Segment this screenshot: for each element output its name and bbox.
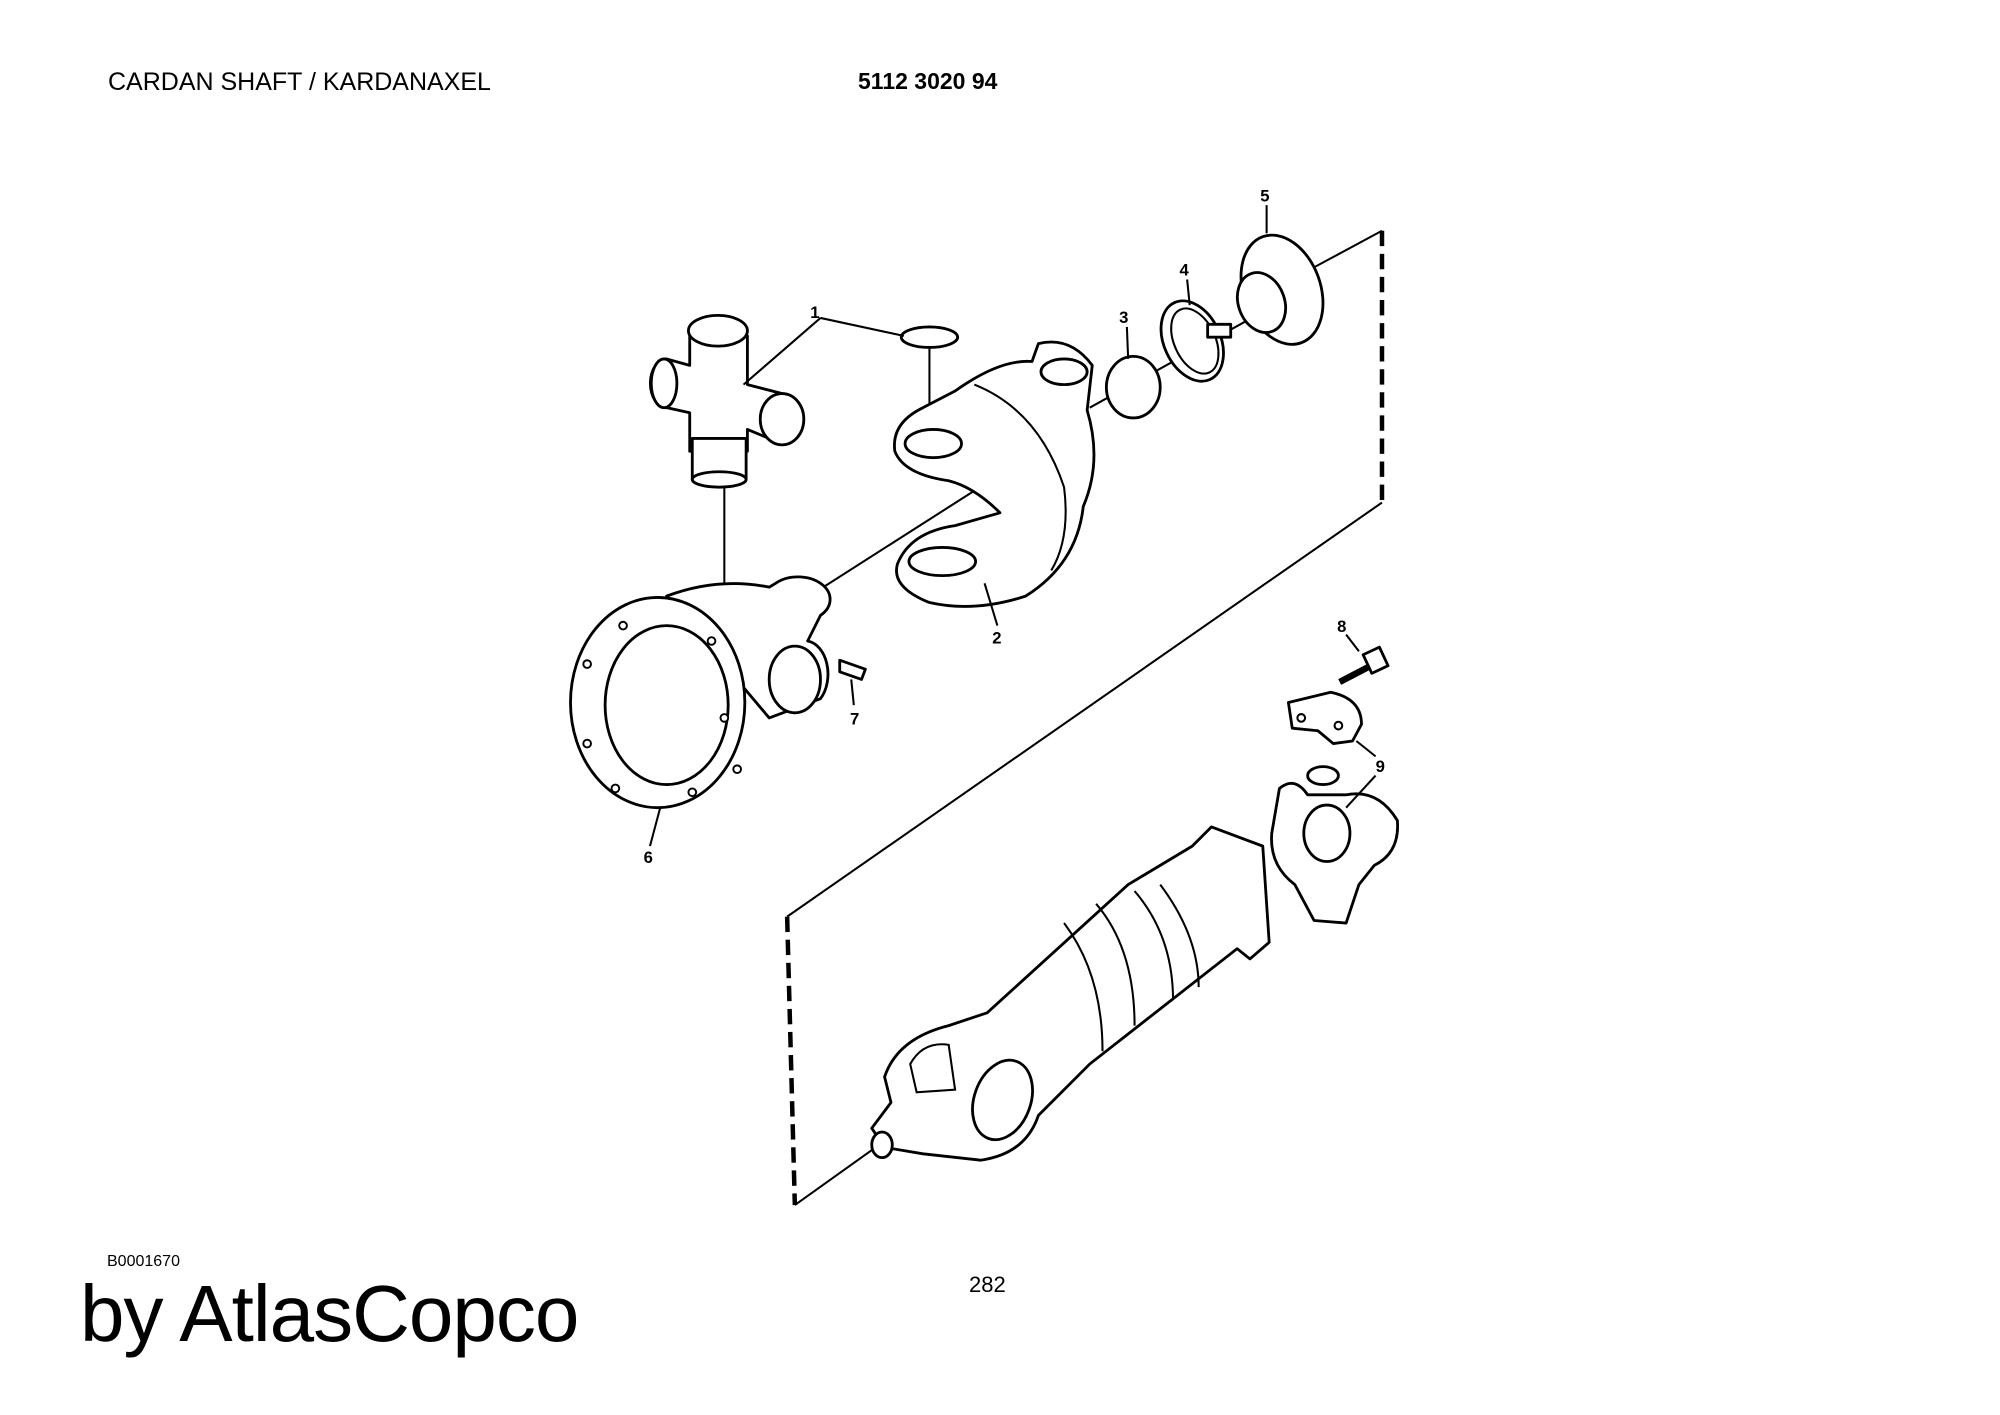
callout-7: 7 <box>850 709 859 728</box>
callout-4: 4 <box>1179 261 1189 280</box>
clamp-ring <box>1159 299 1233 383</box>
page-number: 282 <box>969 1272 1006 1297</box>
callout-6: 6 <box>644 848 653 867</box>
callout-9: 9 <box>1376 757 1385 776</box>
callout-3: 3 <box>1119 308 1128 327</box>
callouts: 1 2 3 4 5 6 7 8 9 <box>644 186 1385 867</box>
bolt <box>1338 645 1390 685</box>
callout-5: 5 <box>1260 186 1269 205</box>
seal <box>1235 233 1325 346</box>
callout-1: 1 <box>810 303 819 322</box>
drawing-id: B0001670 <box>107 1253 180 1270</box>
callout-8: 8 <box>1337 617 1346 636</box>
grease-nipple <box>838 658 867 681</box>
part-number: 5112 3020 94 <box>858 68 998 94</box>
snap-ring <box>899 325 960 349</box>
yoke <box>893 340 1096 608</box>
universal-joint-cross <box>649 313 806 489</box>
bearing-ball <box>1104 354 1162 420</box>
cardan-shaft <box>870 825 1271 1162</box>
page-title: CARDAN SHAFT / KARDANAXEL <box>108 68 491 96</box>
spider-assembly <box>1270 765 1399 925</box>
flange-yoke <box>569 575 832 810</box>
brand-footer: by AtlasCopco <box>80 1269 579 1358</box>
callout-2: 2 <box>992 629 1001 648</box>
bearing-cap <box>1286 690 1363 745</box>
